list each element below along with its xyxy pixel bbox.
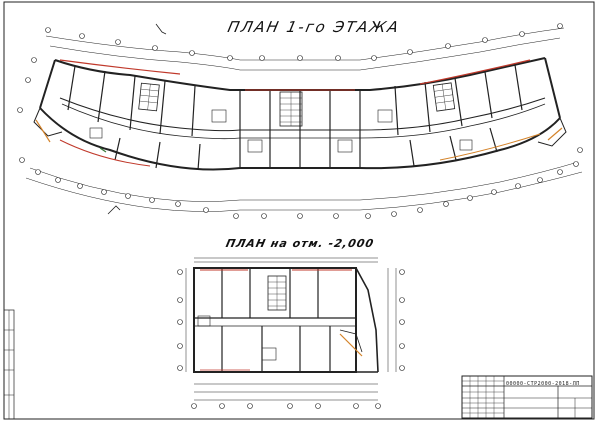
floor-plan-1 bbox=[25, 27, 583, 212]
floor-plan-1-accents bbox=[35, 59, 563, 167]
drawing-title: ПЛАН 1-го ЭТАЖА bbox=[226, 18, 402, 36]
sheet-border bbox=[3, 1, 595, 420]
binding-margin-cells bbox=[4, 310, 14, 419]
floor-plan-basement-accents bbox=[200, 269, 363, 371]
title-block bbox=[461, 375, 593, 419]
floor-plan-basement bbox=[185, 257, 397, 401]
basement-plan-title: ПЛАН на отм. -2,000 bbox=[224, 237, 376, 250]
title-block-code: 00000-СТР2000-2018-ЛП bbox=[506, 381, 580, 387]
section-marks bbox=[107, 23, 167, 215]
axis-markers-lower bbox=[177, 269, 405, 409]
axis-markers-upper bbox=[17, 23, 583, 219]
